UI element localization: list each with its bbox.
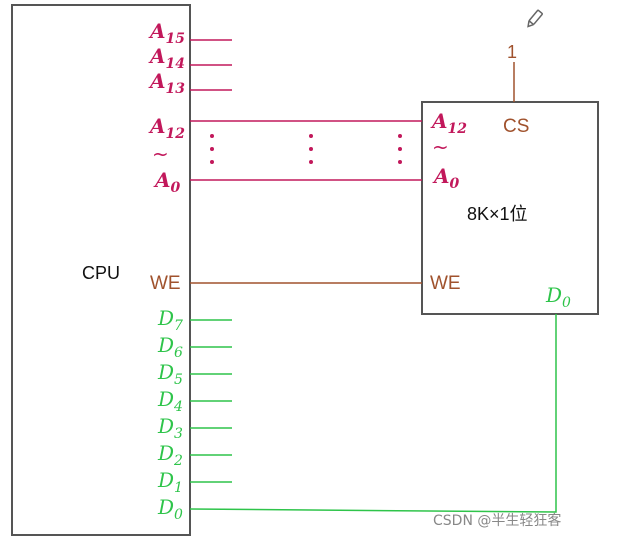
cpu-addr-high-pins: A15 A14 A13	[148, 19, 232, 97]
cpu-box	[11, 4, 191, 536]
chip-pin-a12-label: A12	[430, 109, 467, 137]
chip-pin-d0-label: D0	[545, 283, 571, 311]
cpu-pin-d7-label: D7	[157, 306, 183, 334]
chip-addr-pins: A12 ~ A0	[430, 109, 467, 192]
cpu-pin-d0-label: D0	[157, 495, 183, 523]
pencil-icon[interactable]	[526, 9, 543, 28]
chip-box	[421, 101, 599, 315]
cpu-pin-a14-label: A14	[148, 44, 185, 72]
cs-label: CS	[503, 116, 529, 137]
cpu-label: CPU	[82, 263, 120, 283]
address-bus	[190, 120, 422, 181]
cpu-pin-d1-label: D1	[157, 468, 183, 496]
chip-label: 8K×1位	[467, 204, 528, 224]
chip-we-label: WE	[430, 273, 461, 294]
cpu-addr-tilde: ~	[152, 142, 169, 166]
data-line-d0	[189, 314, 557, 513]
chip-addr-tilde: ~	[432, 135, 449, 159]
cpu-data-pins: D7 D6 D5 D4 D3 D2 D1 D0	[157, 306, 232, 523]
cpu-pin-d6-label: D6	[157, 333, 183, 361]
cpu-pin-a15-label: A15	[148, 19, 185, 47]
cs-value: 1	[507, 42, 517, 62]
cpu-pin-d3-label: D3	[157, 414, 183, 442]
addr-bus-dots	[210, 134, 402, 164]
cpu-we-label: WE	[150, 273, 181, 294]
watermark: CSDN @半生轻狂客	[433, 512, 561, 529]
cpu-pin-a0-label: A0	[153, 168, 181, 196]
cpu-pin-d5-label: D5	[157, 360, 183, 388]
cpu-pin-d4-label: D4	[157, 387, 183, 415]
cpu-pin-a13-label: A13	[148, 69, 185, 97]
cpu-addr-low-pins: A12 ~ A0	[148, 114, 185, 196]
cpu-pin-a12-label: A12	[148, 114, 185, 142]
cpu-pin-d2-label: D2	[157, 441, 183, 469]
chip-pin-a0-label: A0	[432, 164, 460, 192]
